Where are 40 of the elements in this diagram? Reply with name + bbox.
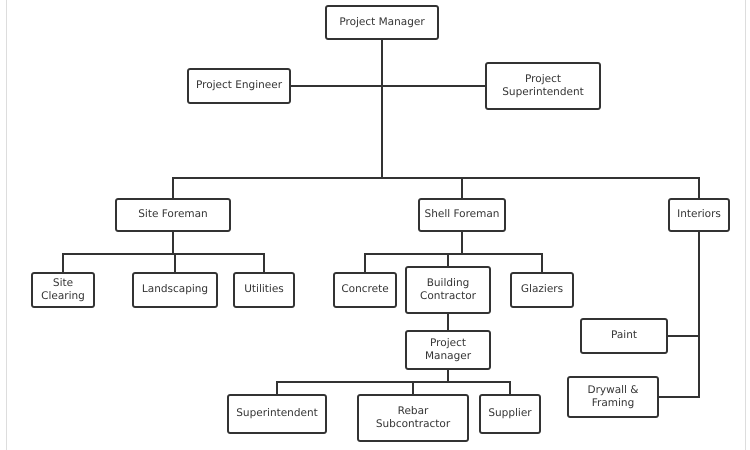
role-label: Superintendent — [236, 407, 318, 421]
role-box — [357, 394, 469, 442]
role-label: Shell Foreman — [424, 208, 500, 222]
role-label: Site Clearing — [40, 276, 86, 304]
role-label: Drywall & Framing — [586, 384, 640, 410]
connector-line — [447, 370, 511, 394]
role-box — [418, 198, 506, 232]
role-box — [567, 376, 659, 418]
role-box — [580, 318, 668, 354]
role-label: Site Foreman — [138, 208, 208, 222]
role-box — [115, 198, 231, 232]
role-box — [485, 62, 601, 110]
role-box — [187, 68, 291, 104]
role-label: Rebar Subcontractor — [374, 404, 452, 432]
role-box — [479, 394, 541, 434]
role-box — [333, 272, 397, 308]
role-label: Supplier — [488, 407, 532, 421]
role-box — [405, 330, 491, 370]
role-label: Landscaping — [142, 283, 208, 297]
role-box — [132, 272, 218, 308]
role-box — [227, 394, 327, 434]
role-label: Project Manager — [424, 336, 472, 364]
role-label: Project Engineer — [196, 79, 282, 93]
role-label: Paint — [611, 329, 637, 343]
role-label: Utilities — [244, 283, 284, 297]
role-label: Concrete — [341, 283, 389, 297]
role-box — [405, 266, 491, 314]
role-box — [668, 198, 730, 232]
role-box — [233, 272, 295, 308]
role-label: Interiors — [677, 208, 721, 222]
role-box — [325, 5, 439, 40]
role-label: Glaziers — [520, 283, 564, 297]
role-box — [31, 272, 95, 308]
role-label: Project Manager — [339, 16, 425, 30]
role-label: Building Contractor — [419, 276, 477, 304]
connector-line — [461, 232, 543, 272]
role-box — [510, 272, 574, 308]
role-label: Project Superintendent — [501, 72, 585, 100]
connector-line — [659, 232, 700, 398]
connector-line — [447, 314, 449, 330]
